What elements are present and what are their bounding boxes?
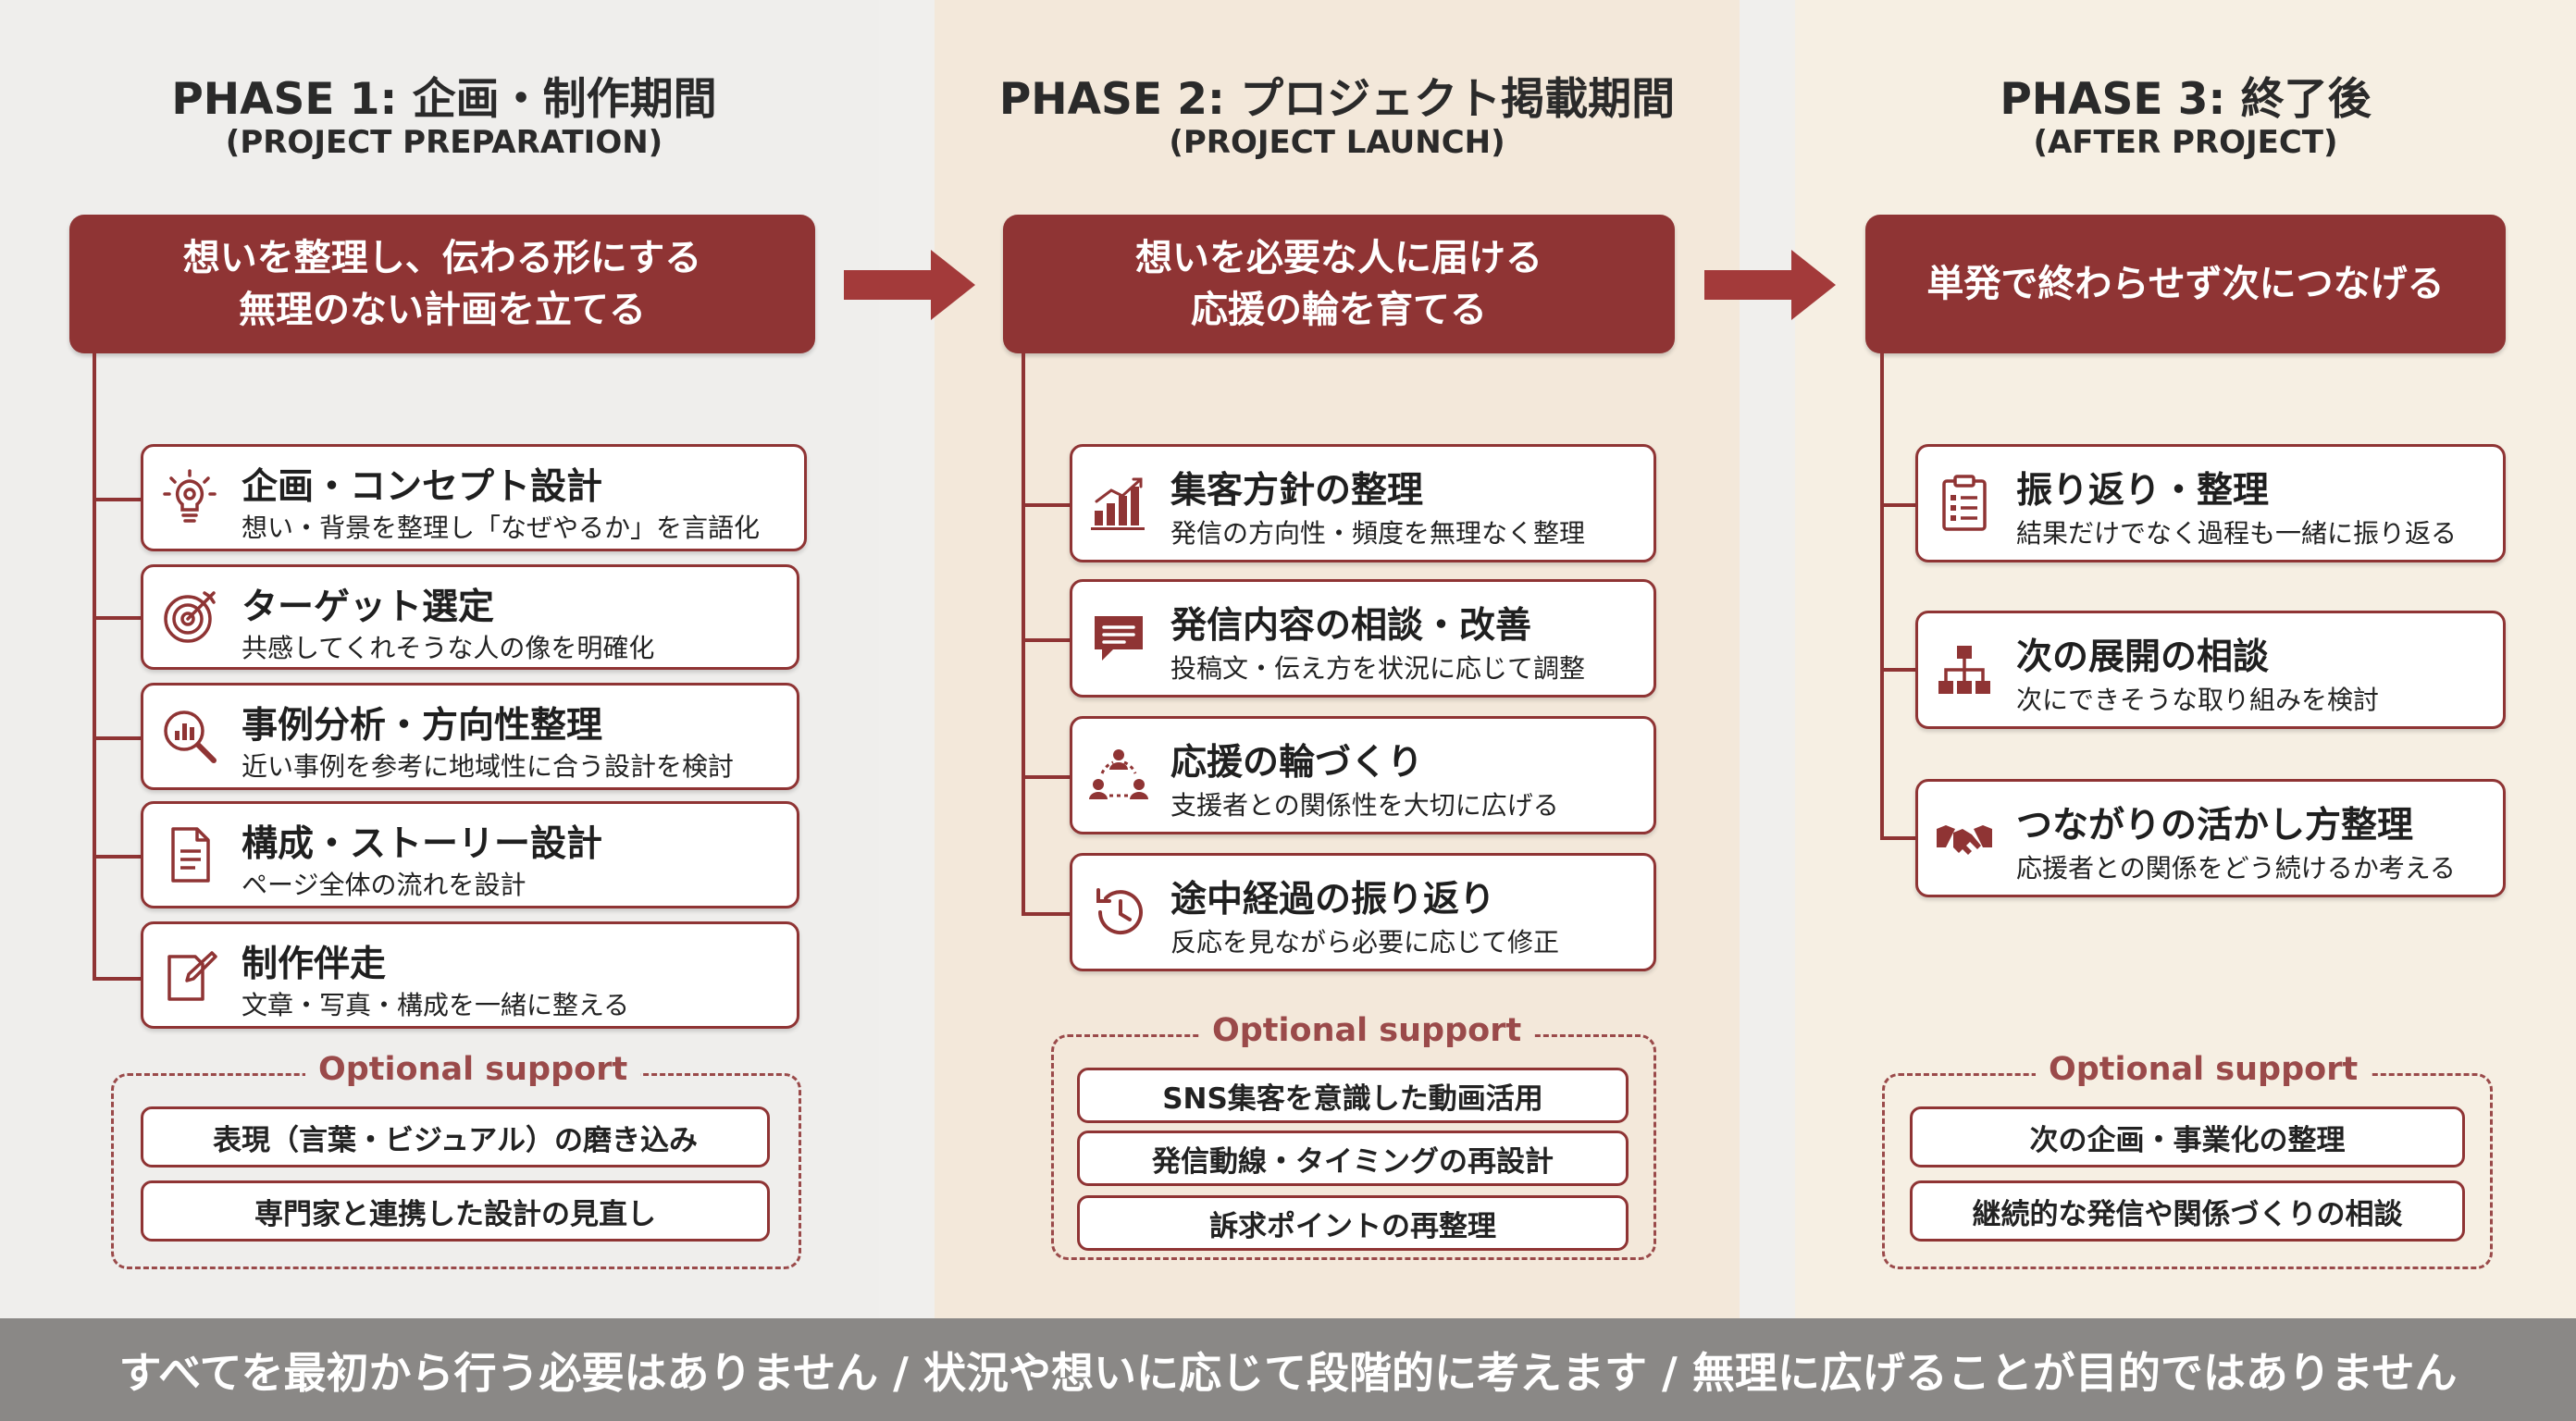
- item-title: 途中経過の振り返り: [1170, 879, 1496, 921]
- phase-1-connector: [93, 616, 142, 620]
- item-title: 制作伴走: [242, 944, 387, 985]
- phase-2-banner-line-1: 想いを必要な人に届ける: [1135, 237, 1542, 279]
- phase-1-title: PHASE 1: 企画・制作期間: [171, 74, 717, 125]
- phase-1-connector: [93, 736, 142, 740]
- phase-2-connector: [1022, 912, 1071, 916]
- item-description: ページ全体の流れを設計: [242, 870, 526, 900]
- phase-1-item-story: 構成・ストーリー設計 ページ全体の流れを設計: [141, 801, 799, 908]
- phase-1-tree-line: [93, 353, 96, 979]
- phase-3-item-connection: つながりの活かし方整理 応援者との関係をどう続けるか考える: [1915, 779, 2506, 897]
- item-title: 次の展開の相談: [2016, 636, 2270, 678]
- phase-1-connector: [93, 977, 142, 981]
- phase-3-connector: [1880, 836, 1917, 840]
- phase-1-item-concept: 企画・コンセプト設計 想い・背景を整理し「なぜやるか」を言語化: [141, 444, 807, 551]
- phase-3-connector: [1880, 668, 1917, 672]
- target-icon: [164, 591, 216, 643]
- item-title: 応援の輪づくり: [1170, 742, 1424, 784]
- people-circle-icon: [1089, 749, 1148, 799]
- handshake-icon: [1937, 825, 1992, 855]
- phase-2-optional-item: 訴求ポイントの再整理: [1077, 1195, 1629, 1251]
- item-title: 集客方針の整理: [1170, 470, 1424, 512]
- phase-1-connector: [93, 498, 142, 501]
- phase-2-title: PHASE 2: プロジェクト掲載期間: [998, 74, 1676, 125]
- document-icon: [171, 827, 210, 883]
- phase-1-item-target: ターゲット選定 共感してくれそうな人の像を明確化: [141, 564, 799, 670]
- phase-3-optional-item: 次の企画・事業化の整理: [1910, 1106, 2465, 1168]
- item-description: 応援者との関係をどう続けるか考える: [2016, 853, 2456, 883]
- phase-1-subtitle: (PROJECT PREPARATION): [225, 124, 663, 161]
- phase-1-optional-item: 表現（言葉・ビジュアル）の磨き込み: [141, 1106, 770, 1168]
- item-description: 反応を見ながら必要に応じて修正: [1170, 927, 1560, 958]
- phase-3-optional-item: 継続的な発信や関係づくりの相談: [1910, 1180, 2465, 1242]
- item-description: 共感してくれそうな人の像を明確化: [242, 633, 655, 663]
- item-title: 発信内容の相談・改善: [1170, 605, 1532, 647]
- item-description: 発信の方向性・頻度を無理なく整理: [1170, 518, 1586, 549]
- edit-icon: [167, 951, 217, 1001]
- item-description: 文章・写真・構成を一緒に整える: [242, 990, 630, 1020]
- item-description: 投稿文・伝え方を状況に応じて調整: [1170, 653, 1586, 684]
- item-description: 支援者との関係性を大切に広げる: [1170, 790, 1559, 821]
- item-title: 振り返り・整理: [2016, 470, 2270, 512]
- item-description: 想い・背景を整理し「なぜやるか」を言語化: [242, 513, 761, 543]
- phase-2-item-community: 応援の輪づくり 支援者との関係性を大切に広げる: [1070, 716, 1656, 834]
- item-title: 企画・コンセプト設計: [242, 466, 603, 508]
- arrow-right-icon: [1704, 250, 1836, 320]
- history-icon: [1096, 888, 1143, 935]
- item-description: 近い事例を参考に地域性に合う設計を検討: [242, 751, 735, 782]
- bar-chart-icon: [1091, 477, 1145, 530]
- phase-3-item-review: 振り返り・整理 結果だけでなく過程も一緒に振り返る: [1915, 444, 2506, 562]
- item-title: つながりの活かし方整理: [2016, 805, 2414, 846]
- message-icon: [1095, 616, 1143, 661]
- phase-2-banner-line-2: 応援の輪を育てる: [1191, 289, 1487, 331]
- item-description: 次にできそうな取り組みを検討: [2016, 685, 2380, 715]
- phase-1-item-production: 制作伴走 文章・写真・構成を一緒に整える: [141, 921, 799, 1029]
- phase-2-connector: [1022, 503, 1071, 507]
- item-title: 構成・ストーリー設計: [242, 823, 603, 865]
- phase-1-banner: 想いを整理し、伝わる形にする 無理のない計画を立てる: [69, 215, 815, 353]
- phase-1-optional-item: 専門家と連携した設計の見直し: [141, 1180, 770, 1242]
- footer-note: すべてを最初から行う必要はありません / 状況や想いに応じて段階的に考えます /…: [0, 1318, 2576, 1421]
- lightbulb-icon: [163, 469, 217, 523]
- phase-3-banner-line-1: 単発で終わらせず次につなげる: [1926, 263, 2445, 305]
- phase-3-item-next: 次の展開の相談 次にできそうな取り組みを検討: [1915, 611, 2506, 729]
- phase-2-optional-label: Optional support: [1199, 1012, 1535, 1049]
- magnifier-chart-icon: [164, 710, 217, 763]
- phase-3-optional-label: Optional support: [2036, 1051, 2372, 1088]
- phase-2-subtitle: (PROJECT LAUNCH): [1169, 124, 1505, 161]
- phase-1-connector: [93, 855, 142, 859]
- phase-3-subtitle: (AFTER PROJECT): [2033, 124, 2338, 161]
- phase-2-tree-line: [1022, 353, 1025, 914]
- phase-2-item-review: 途中経過の振り返り 反応を見ながら必要に応じて修正: [1070, 853, 1656, 971]
- phase-3-title: PHASE 3: 終了後: [2000, 74, 2372, 125]
- org-chart-icon: [1938, 646, 1990, 694]
- phase-2-optional-item: 発信動線・タイミングの再設計: [1077, 1131, 1629, 1186]
- phase-1-banner-line-2: 無理のない計画を立てる: [239, 289, 646, 331]
- phase-1-banner-line-1: 想いを整理し、伝わる形にする: [182, 237, 702, 279]
- phase-2-connector: [1022, 638, 1071, 642]
- phase-2-optional-item: SNS集客を意識した動画活用: [1077, 1068, 1629, 1123]
- phase-2-item-content: 発信内容の相談・改善 投稿文・伝え方を状況に応じて調整: [1070, 579, 1656, 698]
- phase-3-tree-line: [1880, 353, 1884, 838]
- phase-2-banner: 想いを必要な人に届ける 応援の輪を育てる: [1003, 215, 1675, 353]
- phase-2-connector: [1022, 775, 1071, 779]
- item-description: 結果だけでなく過程も一緒に振り返る: [2016, 518, 2458, 549]
- phase-1-item-analysis: 事例分析・方向性整理 近い事例を参考に地域性に合う設計を検討: [141, 683, 799, 790]
- item-title: 事例分析・方向性整理: [242, 705, 603, 747]
- arrow-right-icon: [844, 250, 975, 320]
- clipboard-icon: [1942, 475, 1987, 531]
- phase-3-connector: [1880, 503, 1917, 507]
- phase-1-optional-label: Optional support: [305, 1051, 641, 1088]
- phase-2-item-strategy: 集客方針の整理 発信の方向性・頻度を無理なく整理: [1070, 444, 1656, 562]
- item-title: ターゲット選定: [242, 587, 495, 628]
- phase-3-banner: 単発で終わらせず次につなげる: [1865, 215, 2506, 353]
